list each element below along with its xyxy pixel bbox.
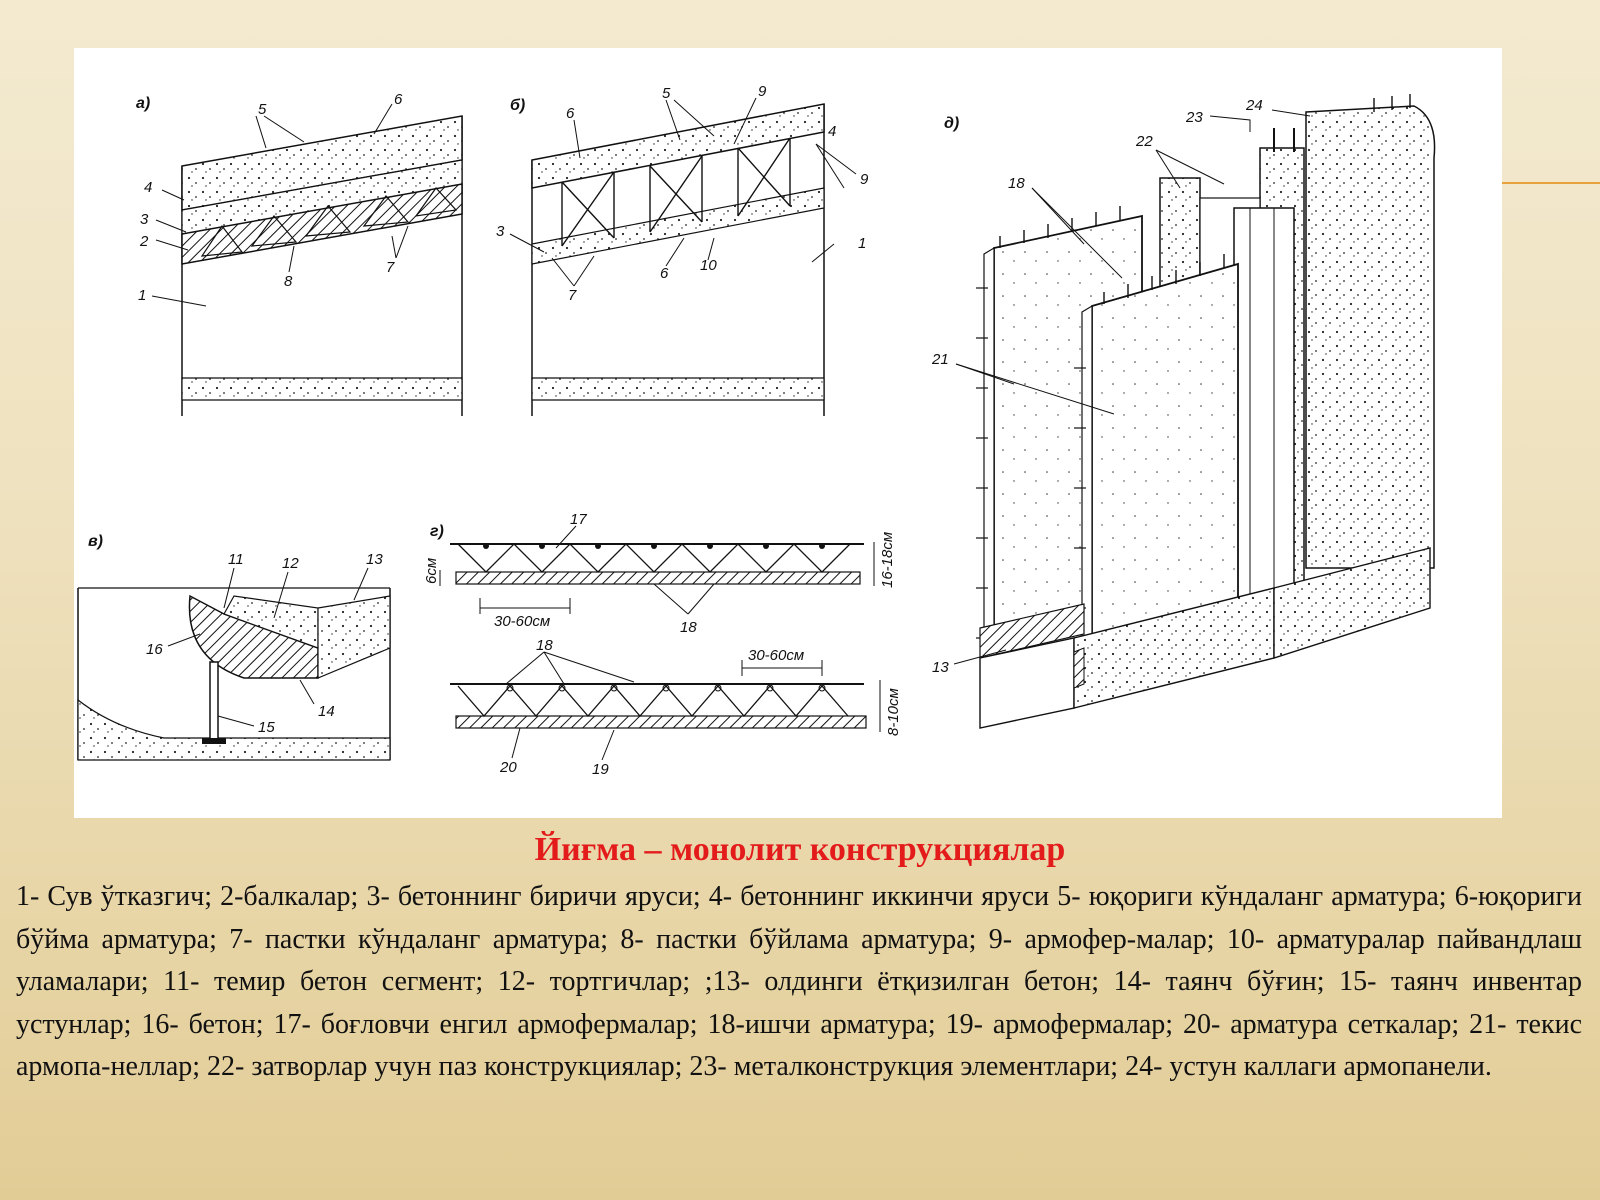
armofermalar [561,137,791,247]
figure-panel: а) [74,48,1502,818]
foundation-concrete [77,698,391,761]
panel-label-a: а) [136,95,150,112]
panel-label-b: б) [510,97,525,114]
panel-a: а) [136,91,463,416]
label-11: 11 [228,551,244,568]
label-4a: 4 [144,179,152,196]
support-post [209,661,219,743]
dim-8-10: 8-10см [885,688,902,736]
label-3a: 3 [140,211,149,228]
label-6a: 6 [394,91,403,108]
label-1a: 1 [138,287,146,304]
label-12: 12 [282,555,299,572]
label-2a: 2 [139,233,149,250]
construction-diagram: а) [77,83,1436,778]
truss-upper [457,543,851,573]
label-17: 17 [570,511,587,528]
label-9b: 9 [860,171,869,188]
panel-label-g: г) [430,523,444,540]
label-20: 20 [499,759,517,776]
column-head-panel [1305,105,1436,569]
label-13d: 13 [932,659,949,676]
panel-label-d: д) [944,115,959,132]
slab-upper [455,571,861,585]
label-23: 23 [1185,109,1203,126]
label-5a: 5 [258,101,267,118]
label-5b: 5 [662,85,671,102]
label-21: 21 [931,351,949,368]
panel-label-v: в) [88,533,103,550]
dim-30-60-upper: 30-60см [494,613,550,630]
label-18-lower: 18 [536,637,553,654]
upper-reinforcement-layer [531,103,825,189]
panel-v: в) 11 12 13 16 15 14 [77,533,391,761]
panel-b: б) [496,83,869,416]
label-6b-bottom: 6 [660,265,669,282]
label-13v: 13 [366,551,383,568]
label-14: 14 [318,703,335,720]
label-4b: 4 [828,123,836,140]
base-concrete-front [979,603,1085,659]
label-8a: 8 [284,273,293,290]
inner-column [1233,207,1295,629]
label-16: 16 [146,641,163,658]
label-18d: 18 [1008,175,1025,192]
dim-30-60-lower: 30-60см [748,647,804,664]
label-6b: 6 [566,105,575,122]
dim-6cm: 6см [423,558,440,584]
figure-title: Йиғма – монолит конструкциялар [534,831,1066,868]
label-9b-top: 9 [758,83,767,100]
label-18-upper: 18 [680,619,697,636]
label-3b: 3 [496,223,505,240]
label-1b: 1 [858,235,866,252]
panel-g: г) 17 18 30-60см 6см 16-18см [423,511,902,778]
label-22: 22 [1135,133,1153,150]
accent-line [1478,182,1600,184]
panel-d: д) [931,94,1436,729]
label-24: 24 [1245,97,1263,114]
truss-lower [457,685,849,717]
label-19: 19 [592,761,609,778]
figure-legend: 1- Сув ўтказгич; 2-балкалар; 3- бетоннин… [16,881,1582,1082]
flat-armopanel-right [1091,262,1239,654]
label-7b: 7 [568,287,577,304]
label-7a: 7 [386,259,395,276]
label-15: 15 [258,719,275,736]
slab-lower [455,715,867,729]
bottom-concrete [181,377,463,401]
label-10b: 10 [700,257,717,274]
dim-16-18: 16-18см [879,532,896,588]
